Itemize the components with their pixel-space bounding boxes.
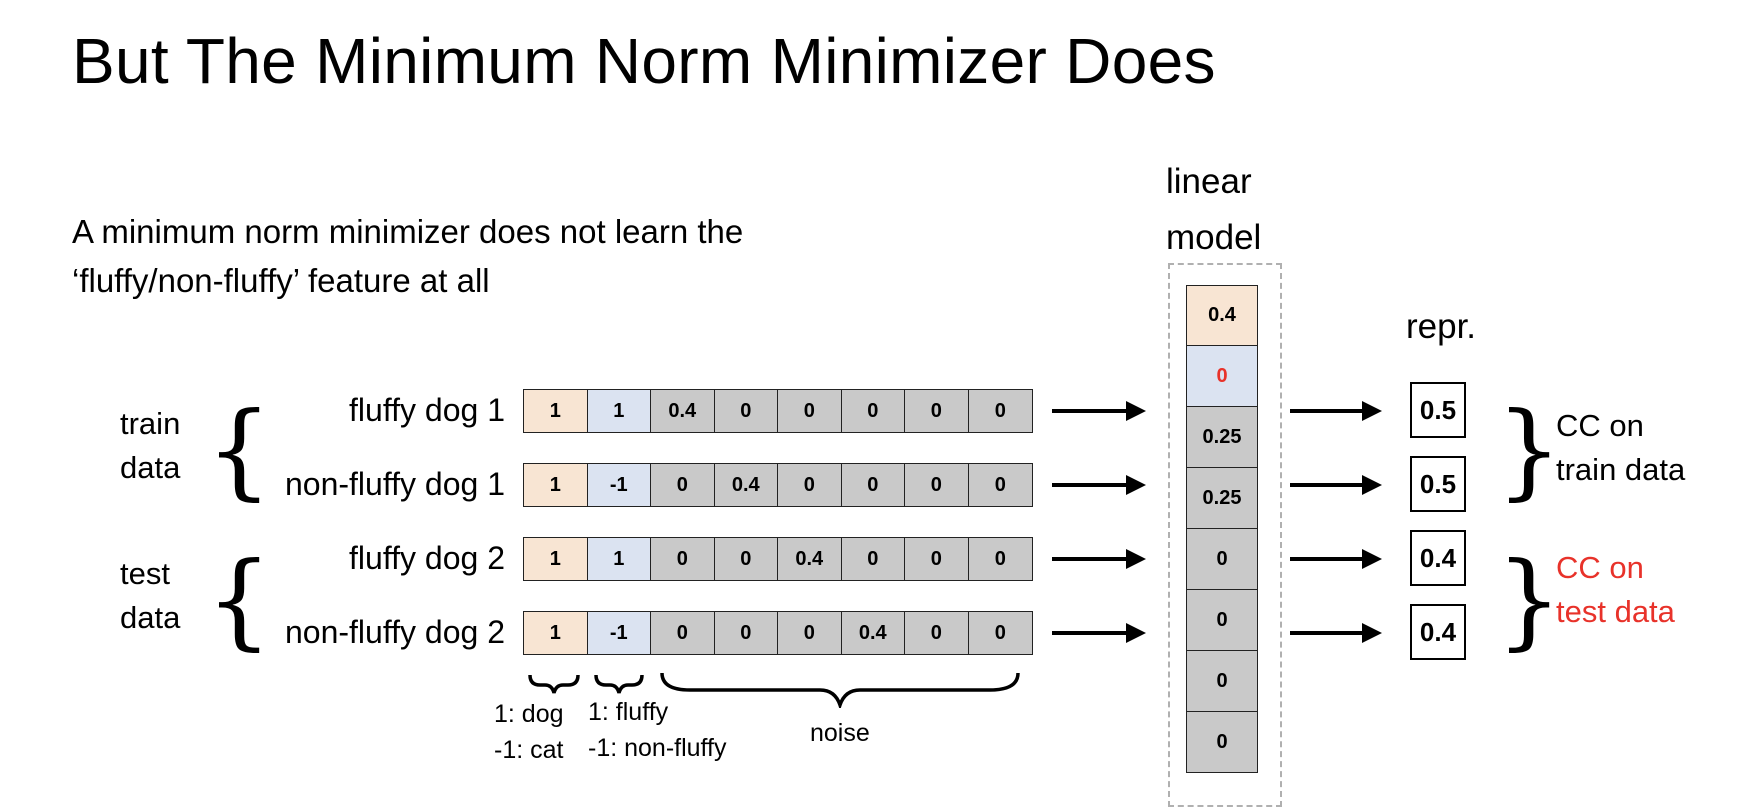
feature-cell-noise: 0 — [905, 390, 969, 432]
dog-legend-line-2: -1: cat — [494, 736, 564, 764]
group-label-test: test data — [120, 552, 220, 640]
arrow-row-4-to-model — [1052, 623, 1146, 643]
feature-cell-noise: 0 — [841, 538, 905, 580]
model-weight-cell: 0 — [1186, 590, 1258, 651]
feature-cell-dog: 1 — [524, 612, 588, 654]
feature-cell-noise: 0 — [905, 538, 969, 580]
model-weight-cell: 0 — [1186, 529, 1258, 590]
test-data-brace: { — [206, 539, 273, 661]
model-weight-cell: 0 — [1186, 712, 1258, 773]
dog-feature-legend: 1: dog -1: cat — [494, 696, 564, 768]
feature-cell-dog: 1 — [524, 390, 588, 432]
subtitle-line-2: ‘fluffy/non-fluffy’ feature at all — [72, 262, 490, 299]
feature-cell-fluffy: -1 — [587, 612, 651, 654]
cc-train-data-label: CC on train data — [1556, 404, 1685, 492]
group-label-test-line-2: data — [120, 600, 181, 635]
dog-legend-line-1: 1: dog — [494, 700, 564, 728]
linear-model-heading-line-1: linear — [1166, 162, 1252, 201]
repr-value-box: 0.5 — [1410, 382, 1466, 438]
feature-cell-noise: 0 — [905, 612, 969, 654]
arrow-model-to-repr-3 — [1290, 549, 1382, 569]
feature-cell-noise: 0 — [968, 390, 1032, 432]
feature-cell-noise: 0 — [651, 464, 715, 506]
cc-test-line-1: CC on — [1556, 550, 1644, 585]
arrow-row-1-to-model — [1052, 401, 1146, 421]
model-weight-cell: 0.25 — [1186, 407, 1258, 468]
slide-title: But The Minimum Norm Minimizer Does — [72, 25, 1216, 97]
row-label-non-fluffy-dog-1: non-fluffy dog 1 — [284, 466, 505, 502]
feature-cell-noise: 0 — [778, 464, 842, 506]
feature-vector-non-fluffy-dog-1: 1 -1 0 0.4 0 0 0 0 — [523, 463, 1033, 507]
group-label-train-line-1: train — [120, 406, 181, 441]
arrow-row-3-to-model — [1052, 549, 1146, 569]
train-data-brace: { — [206, 389, 273, 511]
feature-cell-noise: 0 — [841, 390, 905, 432]
feature-cell-dog: 1 — [524, 538, 588, 580]
model-weight-cell: 0.4 — [1186, 285, 1258, 346]
feature-cell-noise: 0.4 — [714, 464, 778, 506]
fluffy-legend-line-1: 1: fluffy — [588, 698, 669, 726]
arrow-model-to-repr-4 — [1290, 623, 1382, 643]
feature-cell-noise: 0 — [968, 464, 1032, 506]
model-weight-cell: 0.25 — [1186, 468, 1258, 529]
repr-heading: repr. — [1406, 307, 1477, 346]
feature-cell-fluffy: -1 — [587, 464, 651, 506]
model-weight-cell: 0 — [1186, 651, 1258, 712]
feature-cell-noise: 0 — [778, 612, 842, 654]
feature-vector-fluffy-dog-2: 1 1 0 0 0.4 0 0 0 — [523, 537, 1033, 581]
group-label-train-line-2: data — [120, 450, 181, 485]
fluffy-feature-legend: 1: fluffy -1: non-fluffy — [588, 694, 727, 766]
linear-model-heading-line-2: model — [1166, 218, 1262, 257]
test-repr-brace: } — [1496, 539, 1563, 661]
noise-feature-legend: noise — [810, 719, 870, 747]
feature-cell-noise: 0 — [651, 538, 715, 580]
feature-cell-fluffy: 1 — [587, 538, 651, 580]
row-label-fluffy-dog-1: fluffy dog 1 — [349, 392, 505, 428]
feature-cell-noise: 0.4 — [841, 612, 905, 654]
fluffy-legend-line-2: -1: non-fluffy — [588, 734, 727, 762]
feature-vector-fluffy-dog-1: 1 1 0.4 0 0 0 0 0 — [523, 389, 1033, 433]
group-label-train: train data — [120, 402, 220, 490]
feature-cell-noise: 0 — [651, 612, 715, 654]
linear-model-heading: linear model — [1166, 154, 1261, 266]
cc-test-data-label: CC on test data — [1556, 546, 1675, 634]
repr-value-box: 0.5 — [1410, 456, 1466, 512]
fluffy-feature-brace — [594, 674, 644, 694]
feature-cell-noise: 0 — [841, 464, 905, 506]
row-label-non-fluffy-dog-2: non-fluffy dog 2 — [284, 614, 505, 650]
feature-cell-noise: 0.4 — [651, 390, 715, 432]
feature-cell-noise: 0 — [778, 390, 842, 432]
linear-model-weights: 0.4 0 0.25 0.25 0 0 0 0 — [1186, 285, 1258, 773]
feature-cell-fluffy: 1 — [587, 390, 651, 432]
repr-value-box: 0.4 — [1410, 530, 1466, 586]
row-label-fluffy-dog-2: fluffy dog 2 — [349, 540, 505, 576]
group-label-test-line-1: test — [120, 556, 170, 591]
cc-test-line-2: test data — [1556, 594, 1675, 629]
feature-cell-noise: 0 — [714, 390, 778, 432]
subtitle-line-1: A minimum norm minimizer does not learn … — [72, 213, 744, 250]
feature-cell-dog: 1 — [524, 464, 588, 506]
train-repr-brace: } — [1496, 389, 1563, 511]
feature-under-braces — [528, 672, 1020, 708]
feature-cell-noise: 0.4 — [778, 538, 842, 580]
cc-train-line-2: train data — [1556, 452, 1686, 487]
repr-value-box: 0.4 — [1410, 604, 1466, 660]
feature-cell-noise: 0 — [968, 538, 1032, 580]
noise-feature-brace — [660, 672, 1020, 708]
feature-cell-noise: 0 — [905, 464, 969, 506]
model-weight-cell-highlighted: 0 — [1186, 346, 1258, 407]
feature-cell-noise: 0 — [714, 538, 778, 580]
arrow-model-to-repr-2 — [1290, 475, 1382, 495]
cc-train-line-1: CC on — [1556, 408, 1644, 443]
feature-cell-noise: 0 — [714, 612, 778, 654]
arrow-model-to-repr-1 — [1290, 401, 1382, 421]
feature-vector-non-fluffy-dog-2: 1 -1 0 0 0 0.4 0 0 — [523, 611, 1033, 655]
dog-feature-brace — [528, 674, 580, 694]
arrow-row-2-to-model — [1052, 475, 1146, 495]
feature-cell-noise: 0 — [968, 612, 1032, 654]
